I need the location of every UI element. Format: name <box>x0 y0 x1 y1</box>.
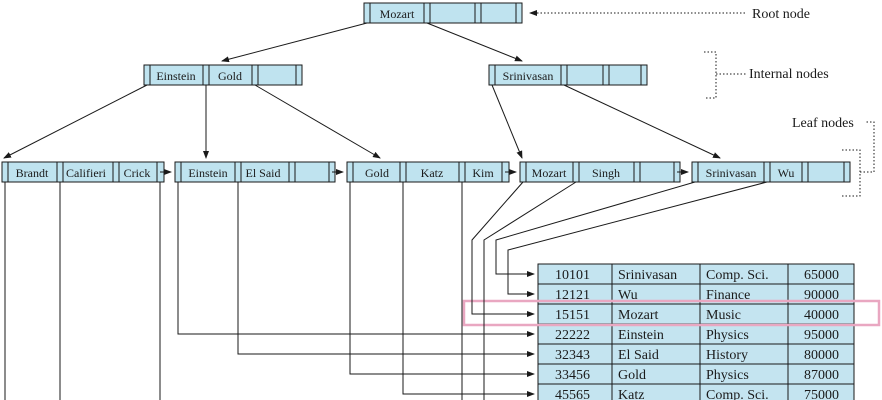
elsaid-record-pointer <box>237 182 535 357</box>
cell-id: 32343 <box>555 348 590 363</box>
leaf-node-4: Mozart Singh <box>519 161 681 183</box>
leaf1-key-1: Brandt <box>16 166 49 180</box>
cell-dept: Comp. Sci. <box>706 268 769 283</box>
annotations: Root node Internal nodes Leaf nodes <box>529 7 875 197</box>
internal-node-left: Einstein Gold <box>143 64 303 86</box>
root-key: Mozart <box>380 7 415 21</box>
leaf1-key-2: Califieri <box>66 166 107 180</box>
right-p2-pointer <box>563 84 721 159</box>
cell-name: Gold <box>618 368 646 383</box>
internal-left-key-1: Einstein <box>156 69 195 83</box>
table-row: 22222 Einstein Physics 95000 <box>555 328 839 343</box>
cell-dept: History <box>706 348 748 363</box>
mozart-record-pointer <box>471 181 535 317</box>
leaf2-key-2: El Said <box>246 166 281 180</box>
singh-record-pointer <box>483 181 577 400</box>
tree-pointers <box>3 22 721 175</box>
root-to-right-pointer <box>426 22 523 62</box>
cell-name: Katz <box>618 388 644 400</box>
katz-record-pointer <box>402 182 535 397</box>
table-row: 33456 Gold Physics 87000 <box>555 368 839 383</box>
highlight-box <box>462 299 881 327</box>
cell-salary: 80000 <box>804 348 839 363</box>
cell-id: 22222 <box>555 328 590 343</box>
cell-dept: Music <box>706 308 741 323</box>
leaf-node-3: Gold Katz Kim <box>346 161 510 183</box>
leaf-node-1: Brandt Califieri Crick <box>1 161 165 183</box>
left-p3-pointer <box>254 84 381 159</box>
cell-id: 12121 <box>555 288 590 303</box>
leaf3-key-1: Gold <box>365 166 389 180</box>
cell-salary: 65000 <box>804 268 839 283</box>
left-p1-pointer <box>3 84 148 159</box>
srinivasan-record-pointer <box>495 181 696 277</box>
cell-name: Wu <box>618 288 638 303</box>
leaf-nodes-label: Leaf nodes <box>792 116 854 131</box>
leaf3-key-2: Katz <box>421 166 444 180</box>
leaf4-key-2: Singh <box>592 166 620 180</box>
cell-dept: Physics <box>706 328 749 343</box>
cell-name: Srinivasan <box>618 268 677 283</box>
internal-right-key-1: Srinivasan <box>503 69 554 83</box>
internal-nodes-label: Internal nodes <box>749 67 829 82</box>
leaf-node-5: Srinivasan Wu <box>691 161 851 183</box>
internal-node-right: Srinivasan <box>488 64 648 86</box>
right-p1-pointer <box>491 84 523 159</box>
cell-name: El Said <box>618 348 659 363</box>
cell-salary: 40000 <box>804 308 839 323</box>
cell-salary: 75000 <box>804 388 839 400</box>
leaf2-key-1: Einstein <box>188 166 227 180</box>
table-row: 10101 Srinivasan Comp. Sci. 65000 <box>555 268 839 283</box>
root-node-label: Root node <box>752 7 810 22</box>
internal-left-key-2: Gold <box>218 69 242 83</box>
cell-name: Einstein <box>618 328 664 343</box>
einstein-record-pointer <box>177 182 535 337</box>
cell-dept: Finance <box>706 288 750 303</box>
root-node: Mozart <box>363 2 523 24</box>
leaf1-key-3: Crick <box>124 166 151 180</box>
instructor-table: 10101 Srinivasan Comp. Sci. 65000 12121 … <box>537 263 855 400</box>
leaf4-key-1: Mozart <box>532 166 567 180</box>
record-pointers <box>4 181 768 400</box>
cell-id: 33456 <box>555 368 590 383</box>
cell-salary: 95000 <box>804 328 839 343</box>
table-row: 32343 El Said History 80000 <box>555 348 839 363</box>
table-row: 12121 Wu Finance 90000 <box>555 288 839 303</box>
table-row: 15151 Mozart Music 40000 <box>555 308 839 323</box>
gold-record-pointer <box>349 182 535 377</box>
cell-dept: Comp. Sci. <box>706 388 769 400</box>
table-row: 45565 Katz Comp. Sci. 75000 <box>555 388 839 400</box>
cell-name: Mozart <box>618 308 659 323</box>
leaf5-key-1: Srinivasan <box>706 166 757 180</box>
cell-id: 45565 <box>555 388 590 400</box>
leaf-node-2: Einstein El Said <box>174 161 336 183</box>
leaf3-key-3: Kim <box>472 166 494 180</box>
cell-salary: 90000 <box>804 288 839 303</box>
cell-id: 15151 <box>555 308 590 323</box>
cell-id: 10101 <box>555 268 590 283</box>
leaf5-key-2: Wu <box>778 166 795 180</box>
root-to-left-pointer <box>221 22 368 63</box>
wu-record-pointer <box>507 181 768 297</box>
cell-dept: Physics <box>706 368 749 383</box>
internal-brace <box>704 51 717 99</box>
cell-salary: 87000 <box>804 368 839 383</box>
